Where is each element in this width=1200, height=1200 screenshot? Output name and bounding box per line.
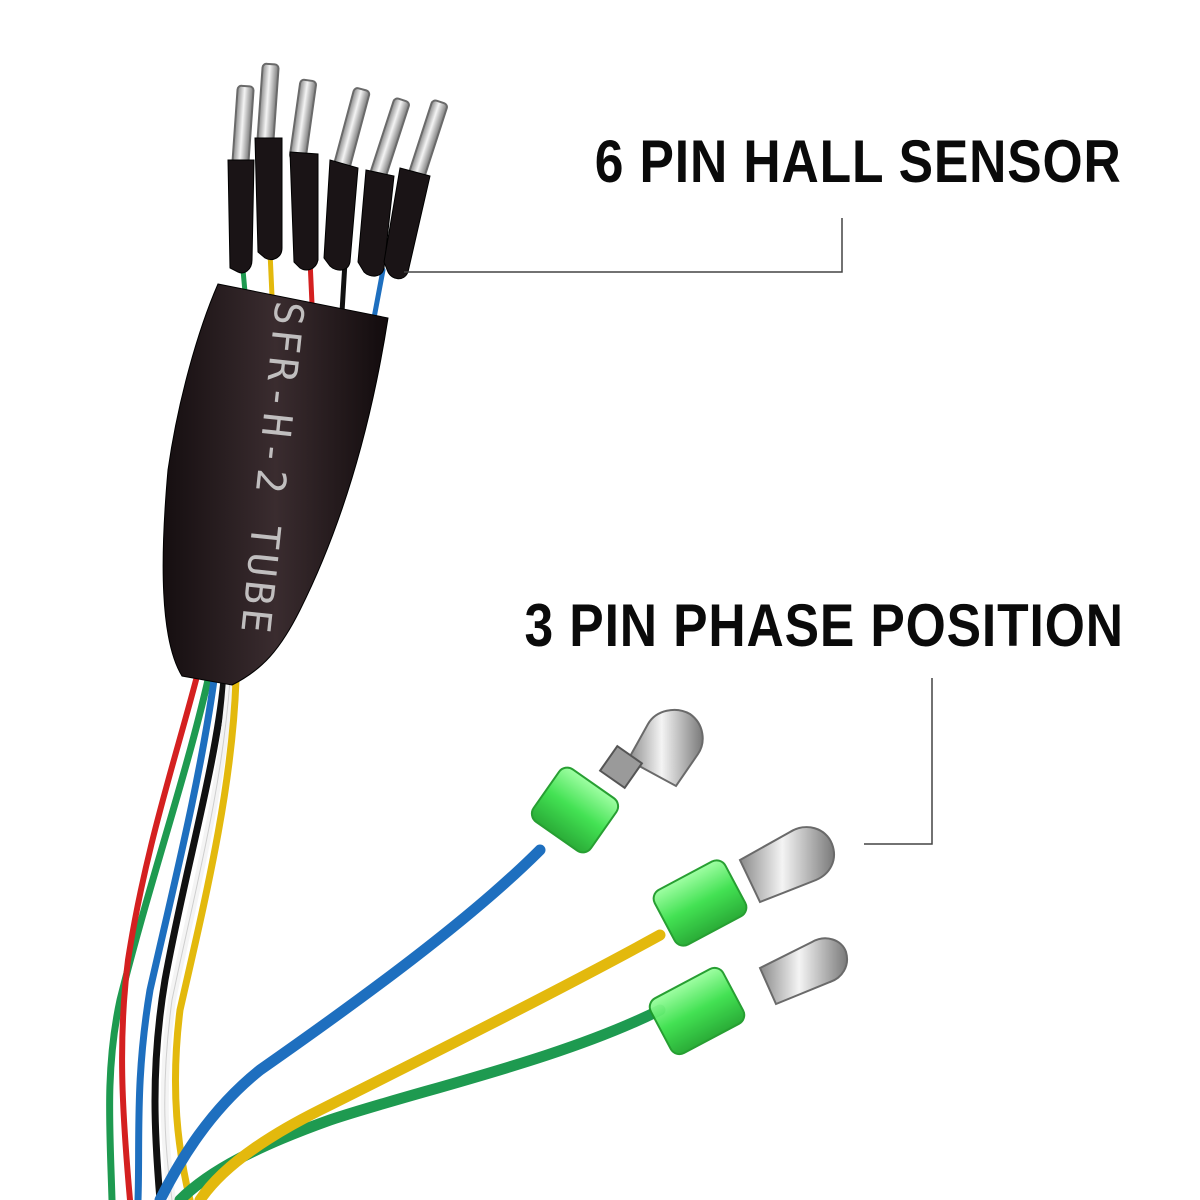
phase-wires	[154, 844, 666, 1200]
phase-connector-yellow	[652, 826, 835, 947]
crimp-barrel	[598, 744, 644, 790]
hall-pin-4	[333, 87, 371, 169]
hall-sleeve-5	[357, 169, 395, 277]
phase-wire-blue	[154, 844, 546, 1200]
hall-sleeves	[227, 137, 431, 280]
bundle-wire-white-edge	[164, 679, 231, 1200]
callout-phase-line	[864, 678, 933, 845]
phase-connector-green	[648, 937, 848, 1056]
bundle-wire-yellow	[172, 676, 240, 1200]
green-sleeve	[648, 966, 746, 1056]
hall-wire-green	[240, 267, 248, 295]
phase-connector-blue	[530, 708, 704, 854]
hall-wire-blue	[371, 267, 386, 321]
phase-position-label: 3 PIN PHASE POSITION	[524, 592, 1124, 659]
hall-pin-3	[289, 78, 317, 162]
hall-sleeve-1	[227, 159, 255, 274]
heat-shrink-tube: SFR-H-2 TUBE	[162, 283, 389, 686]
hall-wires	[240, 249, 386, 321]
bundle-wire-red	[119, 677, 199, 1200]
hall-wire-black	[339, 259, 348, 315]
phase-wire-green	[174, 1004, 666, 1200]
green-sleeve	[652, 859, 748, 947]
callout-hall-line	[404, 218, 843, 273]
hall-sleeve-3	[289, 151, 319, 271]
hall-sleeve-2	[254, 137, 283, 261]
wire-bundle	[106, 676, 240, 1200]
hall-pins	[231, 62, 448, 181]
hall-pin-5	[370, 97, 410, 179]
bundle-wire-blue	[134, 676, 218, 1200]
bullet-pin	[626, 708, 704, 788]
callout-lines	[404, 218, 933, 845]
phase-wire-yellow	[194, 929, 666, 1200]
green-sleeve	[530, 766, 620, 854]
hall-sensor-label: 6 PIN HALL SENSOR	[595, 128, 1122, 195]
bullet-pin	[758, 937, 848, 1006]
hall-sleeve-4	[323, 159, 359, 271]
hall-pin-1	[231, 84, 255, 168]
hall-pin-2	[256, 62, 280, 146]
bundle-wire-black	[151, 676, 228, 1200]
hall-pin-6	[408, 99, 448, 181]
bullet-pin	[738, 826, 835, 904]
